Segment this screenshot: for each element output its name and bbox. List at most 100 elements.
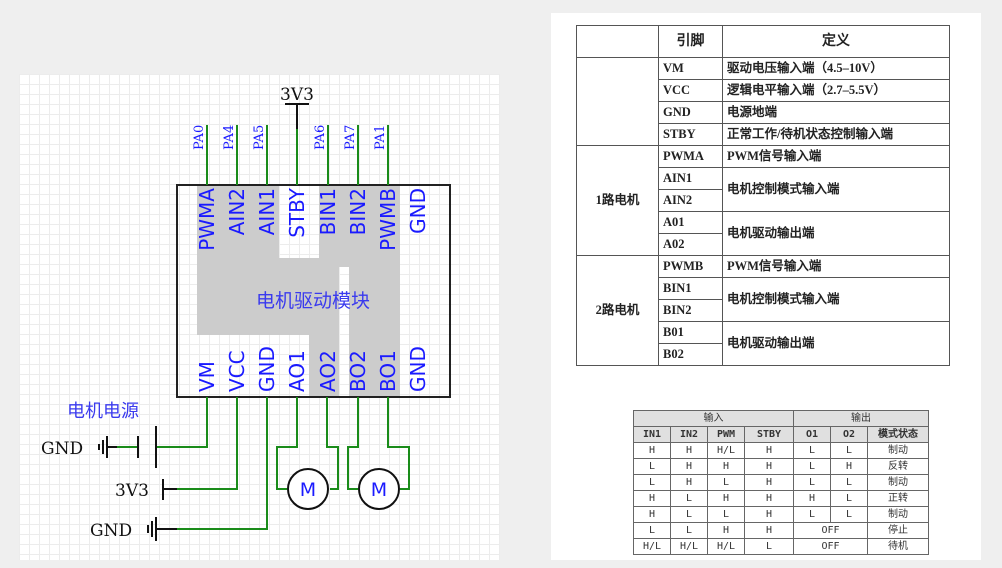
table-cell: H [670,442,708,459]
table-cell: 待机 [867,538,929,555]
pin-definition: PWM信号输入端 [722,145,950,168]
table-cell: 制动 [867,506,929,523]
pin-label: AIN2 [225,188,249,235]
pin-name: B01 [658,321,723,344]
net-label: PA1 [373,125,388,150]
table-cell: H [633,442,671,459]
column-header: IN1 [633,426,671,443]
ground-icon [98,436,108,458]
table-cell: OFF [793,538,868,555]
table-row: B02 [577,343,950,366]
pin-name: BIN1 [658,277,723,300]
pin-name: VM [658,57,723,80]
table-cell: L [793,458,831,475]
motor-a-icon: M [287,468,329,510]
svg-text:M: M [300,479,316,501]
table-cell: 正转 [867,490,929,507]
pin-label: VCC [225,350,249,392]
header-definition: 定义 [722,25,950,58]
module-box [176,184,451,398]
vcc-label: 3V3 [115,481,149,501]
wires [117,397,410,530]
column-header: O1 [793,426,831,443]
table-cell: L [670,506,708,523]
table-cell: 反转 [867,458,929,475]
table-cell: H [633,506,671,523]
table-cell: H [707,458,745,475]
pin-name: PWMB [658,255,723,278]
table-cell: H/L [670,538,708,555]
table-cell: L [707,474,745,491]
table-cell: 制动 [867,474,929,491]
net-label: PA5 [252,125,267,150]
pin-definition: 电机控制模式输入端 [722,277,950,322]
table-cell: 停止 [867,522,929,539]
table-cell: H [707,490,745,507]
motor-power-label: 电机电源 [67,401,139,422]
pin-name: AIN1 [658,167,723,190]
pin-label: AO1 [285,350,309,392]
header-output: 输出 [793,410,929,427]
pin-name: GND [658,101,723,124]
table-cell: H [707,522,745,539]
gnd-label-1: GND [41,439,83,459]
table-cell: L [793,506,831,523]
vcc-port-icon [162,479,177,500]
supply-top-label: 3V3 [280,85,314,105]
table-cell: L [633,458,671,475]
table-cell: H [744,474,794,491]
net-label: PA7 [343,125,358,150]
pin-name: STBY [658,123,723,146]
table-cell: H [633,490,671,507]
table-cell: H [744,458,794,475]
gnd-label-2: GND [90,521,132,541]
header-input: 输入 [633,410,794,427]
table-cell: L [830,506,868,523]
table-cell: H [830,458,868,475]
table-cell: H [744,442,794,459]
pin-definition: 电机控制模式输入端 [722,167,950,212]
pin-name: BIN2 [658,299,723,322]
table-cell: 制动 [867,442,929,459]
pin-label: PWMB [376,188,400,251]
table-cell: L [670,490,708,507]
pin-label: GND [406,346,430,392]
pin-definition: 正常工作/待机状态控制输入端 [722,123,950,146]
battery-icon [107,426,157,468]
table-cell: H [744,490,794,507]
table-cell: L [793,442,831,459]
group-header-row: 输入 输出 [633,410,929,427]
pin-label: STBY [285,187,309,238]
svg-text:M: M [371,479,387,501]
pin-label: BIN1 [316,188,340,235]
motor-b-icon: M [358,468,400,510]
table-cell: H [744,522,794,539]
pin-label: GND [406,188,430,234]
table-cell: L [830,442,868,459]
pin-name: VCC [658,79,723,102]
group-label [576,57,659,146]
header-pin: 引脚 [658,25,723,58]
table-row: AIN2 [577,189,950,212]
table-cell: H [793,490,831,507]
table-cell: H/L [707,538,745,555]
table-cell: H [744,506,794,523]
table-cell: L [633,522,671,539]
pin-label: AIN1 [255,188,279,235]
column-header: O2 [830,426,868,443]
pin-name: A02 [658,233,723,256]
table-cell: L [670,522,708,539]
